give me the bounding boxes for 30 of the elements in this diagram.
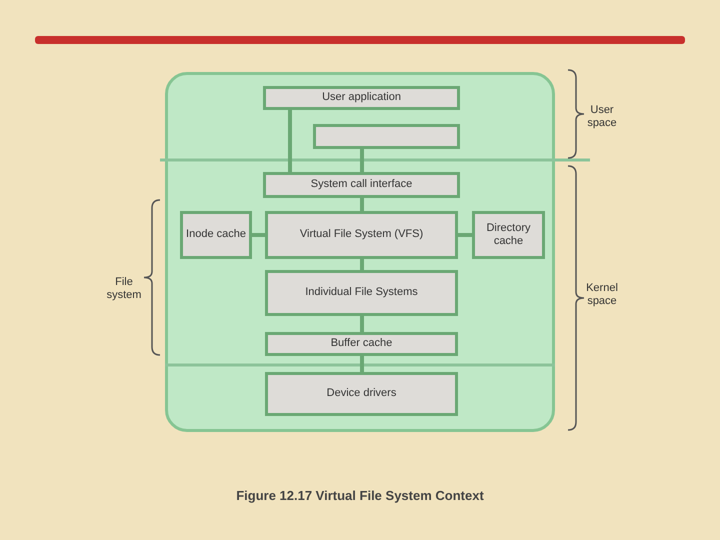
box-label: Buffer cache	[330, 337, 392, 351]
box-label: User application	[322, 91, 401, 105]
box-label: Inode cache	[186, 228, 246, 242]
box-label: Device drivers	[326, 387, 396, 401]
process-box	[265, 270, 458, 316]
connector-line	[360, 316, 364, 332]
box-label: Individual File Systems	[305, 286, 418, 300]
container-box	[165, 72, 555, 432]
process-box	[265, 332, 458, 356]
box-label: System call interface	[310, 178, 412, 192]
figure-caption: Figure 12.17 Virtual File System Context	[235, 488, 485, 503]
process-box	[180, 211, 252, 259]
brace-label: User space	[586, 104, 618, 130]
connector-line	[458, 233, 472, 237]
brace-label: File system	[106, 276, 142, 302]
process-box	[263, 86, 460, 110]
process-box	[472, 211, 545, 259]
empty-box	[313, 124, 460, 149]
brace-label: Kernel space	[585, 282, 619, 308]
connector-line	[360, 149, 364, 172]
connector-line	[252, 233, 265, 237]
box-label: Directory cache	[485, 222, 532, 248]
connector-line	[288, 110, 292, 172]
process-box	[265, 211, 458, 259]
process-box	[263, 172, 460, 198]
connector-line	[360, 356, 364, 372]
connector-line	[360, 198, 364, 211]
process-box	[265, 372, 458, 416]
connector-line	[360, 259, 364, 270]
box-label: Virtual File System (VFS)	[300, 228, 424, 242]
